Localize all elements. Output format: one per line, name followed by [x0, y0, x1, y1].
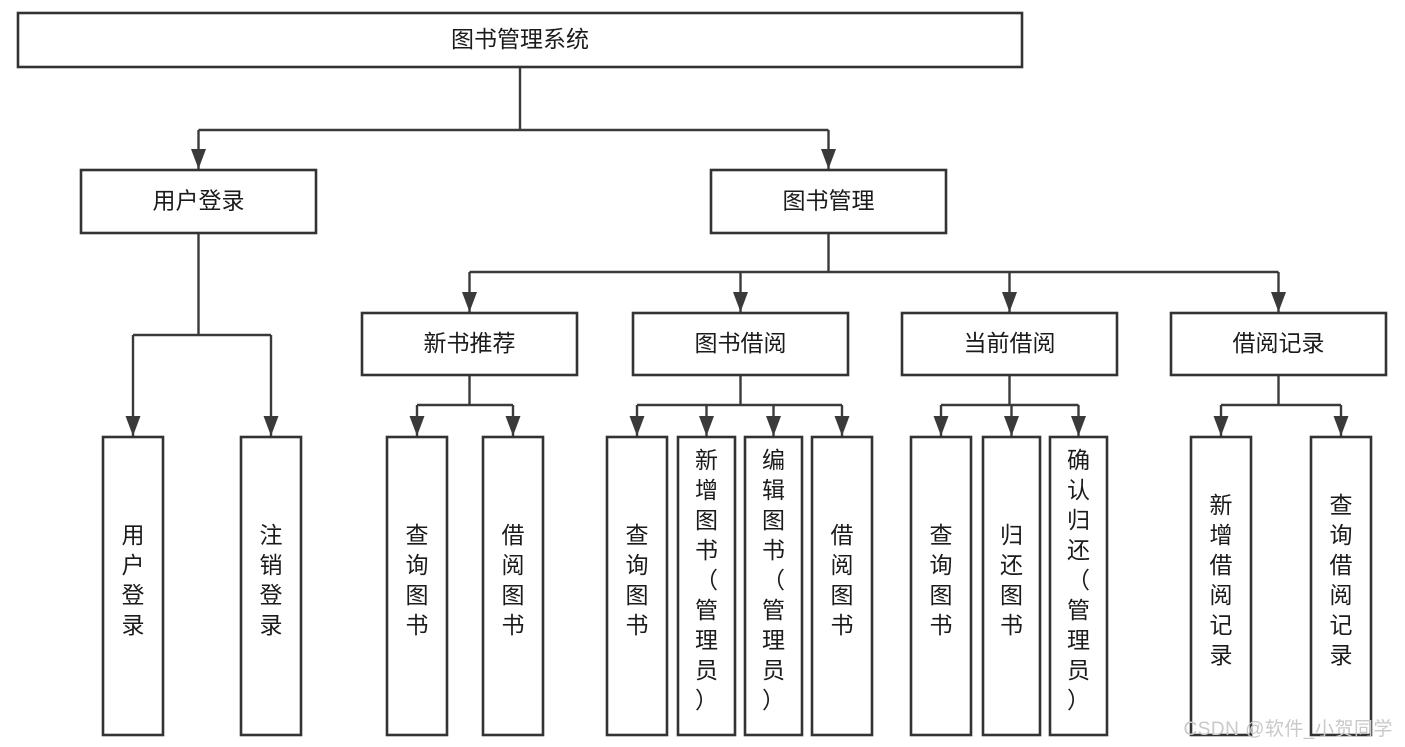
arrow-head-icon [263, 416, 279, 436]
node-label: 借阅图书 [502, 522, 525, 638]
node-label: 查询图书 [626, 522, 649, 638]
node-root[interactable]: 图书管理系统 [16, 11, 1024, 69]
arrow-head-icon [125, 416, 141, 436]
node-label: 图书借阅 [695, 330, 787, 356]
node-label: 用户登录 [122, 522, 145, 638]
node-leaf13[interactable]: 查询借阅记录 [1309, 435, 1373, 737]
node-box[interactable] [360, 311, 579, 377]
node-box[interactable] [981, 435, 1042, 737]
node-label: 查询图书 [930, 522, 953, 638]
node-box[interactable] [676, 435, 737, 737]
node-box[interactable] [1189, 435, 1253, 737]
node-leaf2[interactable]: 注销登录 [239, 435, 303, 737]
node-label: 编辑图书（管理员） [762, 447, 785, 713]
node-leaf10[interactable]: 归还图书 [981, 435, 1042, 737]
node-label: 归还图书 [1000, 522, 1023, 638]
node-leaf5[interactable]: 查询图书 [605, 435, 669, 737]
node-leaf6[interactable]: 新增图书（管理员） [676, 435, 737, 737]
arrow-head-icon [821, 149, 836, 169]
node-box[interactable] [1048, 435, 1109, 737]
node-box[interactable] [810, 435, 874, 737]
arrow-head-icon [1071, 416, 1086, 436]
node-borrow[interactable]: 图书借阅 [631, 311, 850, 377]
node-leaf1[interactable]: 用户登录 [101, 435, 165, 737]
node-label: 确认归还（管理员） [1067, 447, 1090, 713]
arrow-head-icon [409, 416, 425, 436]
node-label: 借阅图书 [831, 522, 854, 638]
arrow-head-icon [1002, 292, 1017, 312]
node-label: 查询借阅记录 [1330, 492, 1353, 668]
node-bookmgmt[interactable]: 图书管理 [709, 168, 948, 235]
node-box[interactable] [900, 311, 1119, 377]
node-leaf11[interactable]: 确认归还（管理员） [1048, 435, 1109, 737]
arrow-head-icon [629, 416, 645, 436]
node-records[interactable]: 借阅记录 [1169, 311, 1388, 377]
arrow-head-icon [834, 416, 850, 436]
node-label: 注销登录 [260, 522, 283, 638]
node-leaf8[interactable]: 借阅图书 [810, 435, 874, 737]
arrow-head-icon [1004, 416, 1019, 436]
arrow-head-icon [733, 292, 748, 312]
arrow-head-icon [699, 416, 714, 436]
node-leaf12[interactable]: 新增借阅记录 [1189, 435, 1253, 737]
node-current[interactable]: 当前借阅 [900, 311, 1119, 377]
node-layer: 图书管理系统用户登录图书管理新书推荐图书借阅当前借阅借阅记录用户登录注销登录查询… [16, 11, 1388, 737]
arrow-head-icon [1271, 292, 1286, 312]
node-box[interactable] [79, 168, 318, 235]
node-box[interactable] [481, 435, 545, 737]
node-box[interactable] [385, 435, 449, 737]
node-box[interactable] [709, 168, 948, 235]
node-label: 查询图书 [406, 522, 429, 638]
node-login[interactable]: 用户登录 [79, 168, 318, 235]
node-box[interactable] [16, 11, 1024, 69]
arrow-head-icon [1213, 416, 1229, 436]
node-box[interactable] [631, 311, 850, 377]
arrow-head-icon [1333, 416, 1349, 436]
node-box[interactable] [101, 435, 165, 737]
node-label: 当前借阅 [964, 330, 1056, 356]
node-label: 新增图书（管理员） [695, 447, 718, 713]
node-box[interactable] [1309, 435, 1373, 737]
csdn-watermark: CSDN @软件_小贺同学 [1183, 719, 1393, 740]
node-box[interactable] [239, 435, 303, 737]
connector-layer [125, 67, 1349, 436]
node-leaf9[interactable]: 查询图书 [909, 435, 973, 737]
node-leaf7[interactable]: 编辑图书（管理员） [743, 435, 804, 737]
node-box[interactable] [1169, 311, 1388, 377]
node-box[interactable] [743, 435, 804, 737]
node-label: 用户登录 [153, 188, 245, 214]
node-leaf3[interactable]: 查询图书 [385, 435, 449, 737]
node-box[interactable] [909, 435, 973, 737]
arrow-head-icon [191, 149, 206, 169]
node-leaf4[interactable]: 借阅图书 [481, 435, 545, 737]
arrow-head-icon [462, 292, 477, 312]
node-label: 图书管理系统 [451, 26, 589, 52]
node-label: 新书推荐 [424, 330, 516, 356]
node-newbook[interactable]: 新书推荐 [360, 311, 579, 377]
node-label: 图书管理 [783, 188, 875, 214]
node-label: 借阅记录 [1233, 330, 1325, 356]
arrow-head-icon [766, 416, 781, 436]
node-label: 新增借阅记录 [1210, 492, 1233, 668]
arrow-head-icon [505, 416, 521, 436]
node-box[interactable] [605, 435, 669, 737]
arrow-head-icon [933, 416, 949, 436]
